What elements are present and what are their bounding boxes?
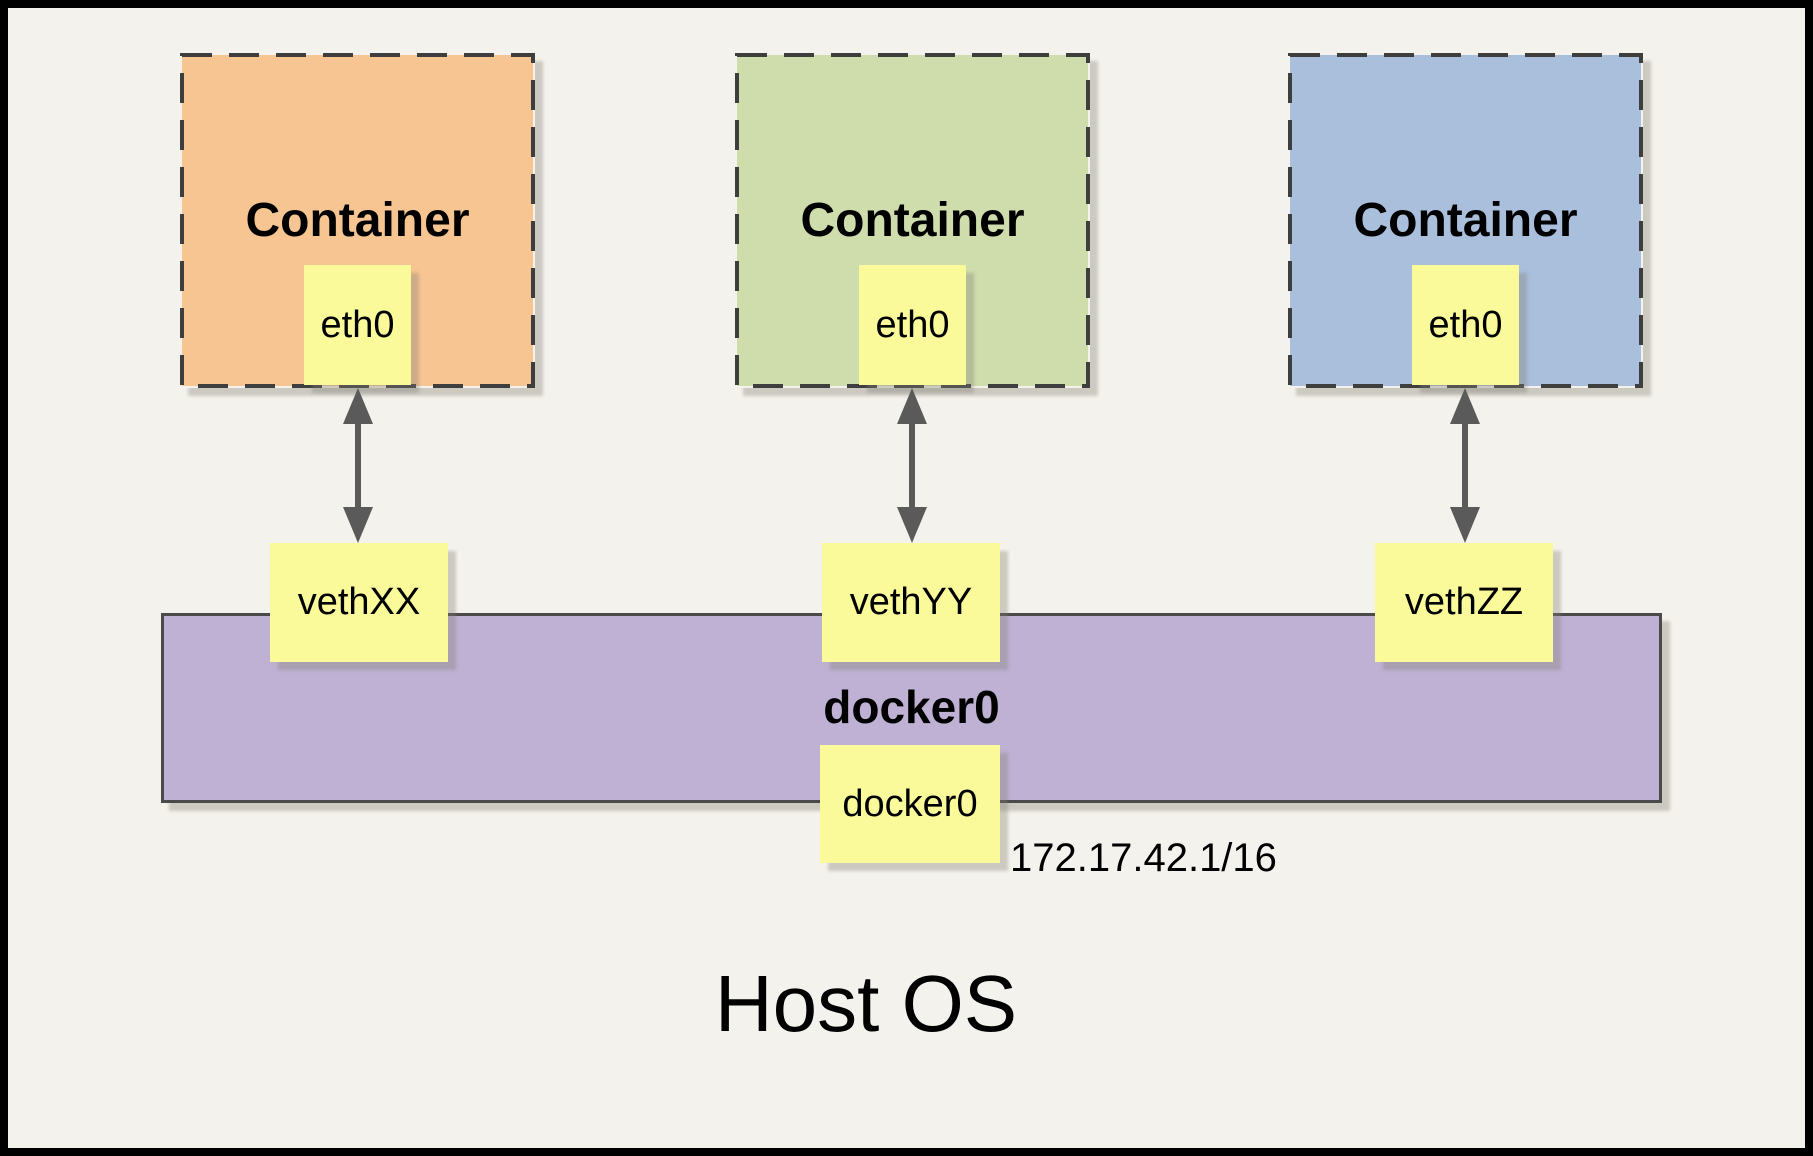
container-box-1: Container eth0: [180, 53, 535, 388]
vethzz-label: vethZZ: [1404, 581, 1524, 623]
eth0-interface-box: eth0: [304, 265, 411, 385]
eth0-interface-label: eth0: [320, 303, 395, 346]
eth0-interface-label: eth0: [1428, 303, 1503, 346]
vethyy-box: vethYY: [822, 543, 1000, 662]
eth0-interface-box: eth0: [1412, 265, 1519, 385]
container-box-2: Container eth0: [735, 53, 1090, 388]
container-title: Container: [245, 194, 470, 247]
docker0-interface-label: docker0: [842, 782, 978, 825]
container-box-3: Container eth0: [1288, 53, 1643, 388]
vethyy-label: vethYY: [849, 581, 973, 623]
eth0-interface-label: eth0: [875, 303, 950, 346]
vethxx-label: vethXX: [297, 581, 421, 623]
bidirectional-arrow-icon: [897, 388, 927, 543]
bidirectional-arrow-icon: [1450, 388, 1480, 543]
host-os-label: Host OS: [714, 959, 1018, 1048]
bridge-ip-label: 172.17.42.1/16: [1010, 836, 1277, 880]
docker0-bridge-label: docker0: [823, 681, 1000, 733]
docker0-interface-box: docker0: [820, 745, 1000, 863]
eth0-interface-box: eth0: [859, 265, 966, 385]
vethxx-box: vethXX: [270, 543, 448, 662]
bidirectional-arrow-icon: [343, 388, 373, 543]
vethzz-box: vethZZ: [1375, 543, 1553, 662]
container-title: Container: [1353, 194, 1578, 247]
container-title: Container: [800, 194, 1025, 247]
